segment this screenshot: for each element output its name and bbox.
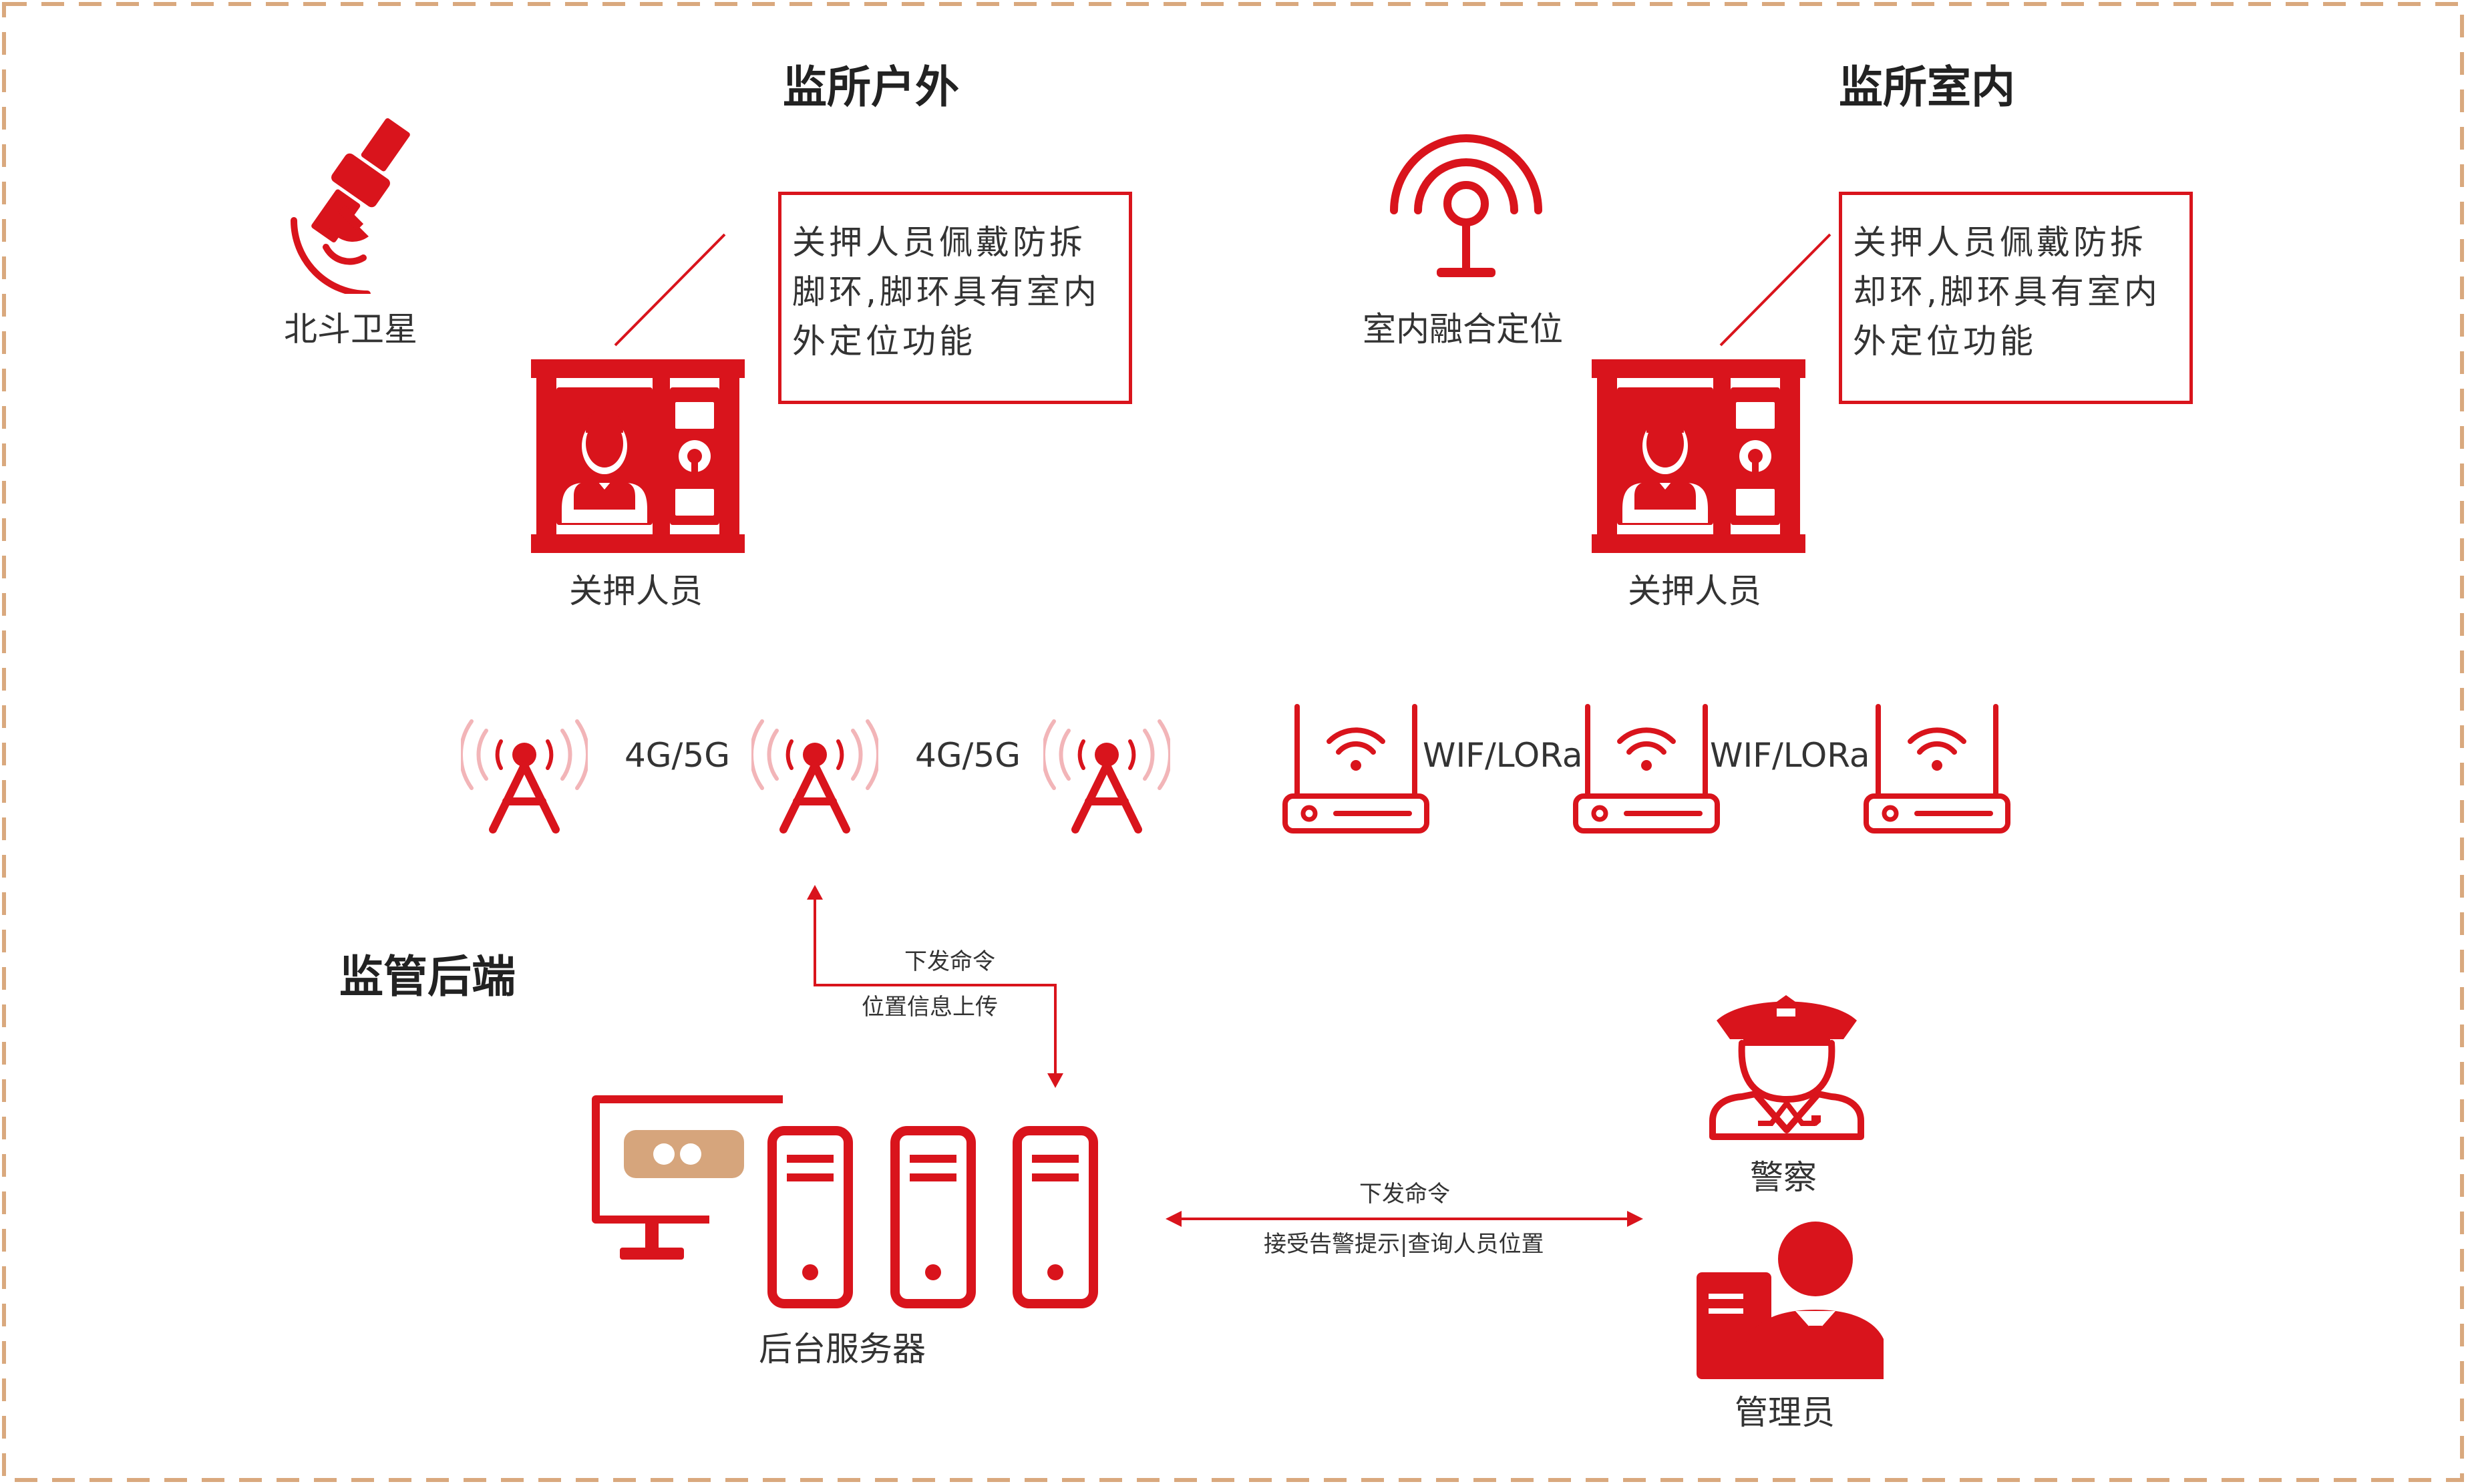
uplink-connector: [807, 885, 1063, 1088]
indoor-positioning-label: 室内融合定位: [1363, 310, 1563, 349]
police-label: 警察: [1750, 1158, 1817, 1197]
server-icon: [890, 1126, 976, 1308]
wifi-router-icon: [1864, 704, 2010, 833]
link-command-label: 下发命令: [1359, 1181, 1450, 1208]
backend-section-title: 监管后端: [339, 951, 516, 1002]
callout-line: [614, 233, 726, 347]
police-officer-icon: [1709, 995, 1864, 1140]
outdoor-note-text: 关押人员佩戴防拆脚环,脚环具有室内外定位功能: [792, 223, 1100, 361]
server-label: 后台服务器: [759, 1330, 926, 1368]
indoor-network-label-2: WIF/LORa: [1710, 736, 1870, 775]
uplink-report-label: 位置信息上传: [862, 994, 998, 1021]
server-user-link: [1166, 1211, 1643, 1227]
administrator-icon: [1697, 1222, 1884, 1379]
wifi-router-icon: [1573, 704, 1720, 833]
cell-tower-icon: [751, 719, 878, 833]
satellite-icon: [291, 118, 410, 294]
link-info-label: 接受告警提示|查询人员位置: [1264, 1231, 1544, 1258]
server-icon: [1013, 1126, 1098, 1308]
server-icon: [767, 1126, 853, 1308]
detainee-cell-icon: [531, 359, 745, 553]
indoor-note-text: 关押人员佩戴防拆却环,脚环具有室内外定位功能: [1853, 223, 2161, 361]
callout-line: [1719, 233, 1831, 347]
beacon-icon: [1390, 134, 1542, 277]
indoor-note-box: 关押人员佩戴防拆却环,脚环具有室内外定位功能: [1839, 192, 2193, 404]
satellite-label: 北斗卫星: [284, 310, 417, 349]
monitor-icon: [592, 1095, 783, 1260]
outdoor-detainee-label: 关押人员: [569, 572, 703, 610]
outdoor-note-box: 关押人员佩戴防拆脚环,脚环具有室内外定位功能: [778, 192, 1132, 404]
wifi-router-icon: [1282, 704, 1429, 833]
outdoor-network-label-2: 4G/5G: [915, 736, 1021, 775]
indoor-network-label-1: WIF/LORa: [1423, 736, 1583, 775]
outdoor-network-label-1: 4G/5G: [625, 736, 730, 775]
outdoor-section-title: 监所户外: [783, 61, 959, 113]
admin-label: 管理员: [1735, 1393, 1835, 1432]
cell-tower-icon: [1043, 719, 1170, 833]
detainee-cell-icon: [1592, 359, 1805, 553]
indoor-detainee-label: 关押人员: [1628, 572, 1761, 610]
indoor-section-title: 监所室内: [1839, 61, 2015, 113]
cell-tower-icon: [461, 719, 588, 833]
uplink-command-label: 下发命令: [904, 948, 995, 975]
